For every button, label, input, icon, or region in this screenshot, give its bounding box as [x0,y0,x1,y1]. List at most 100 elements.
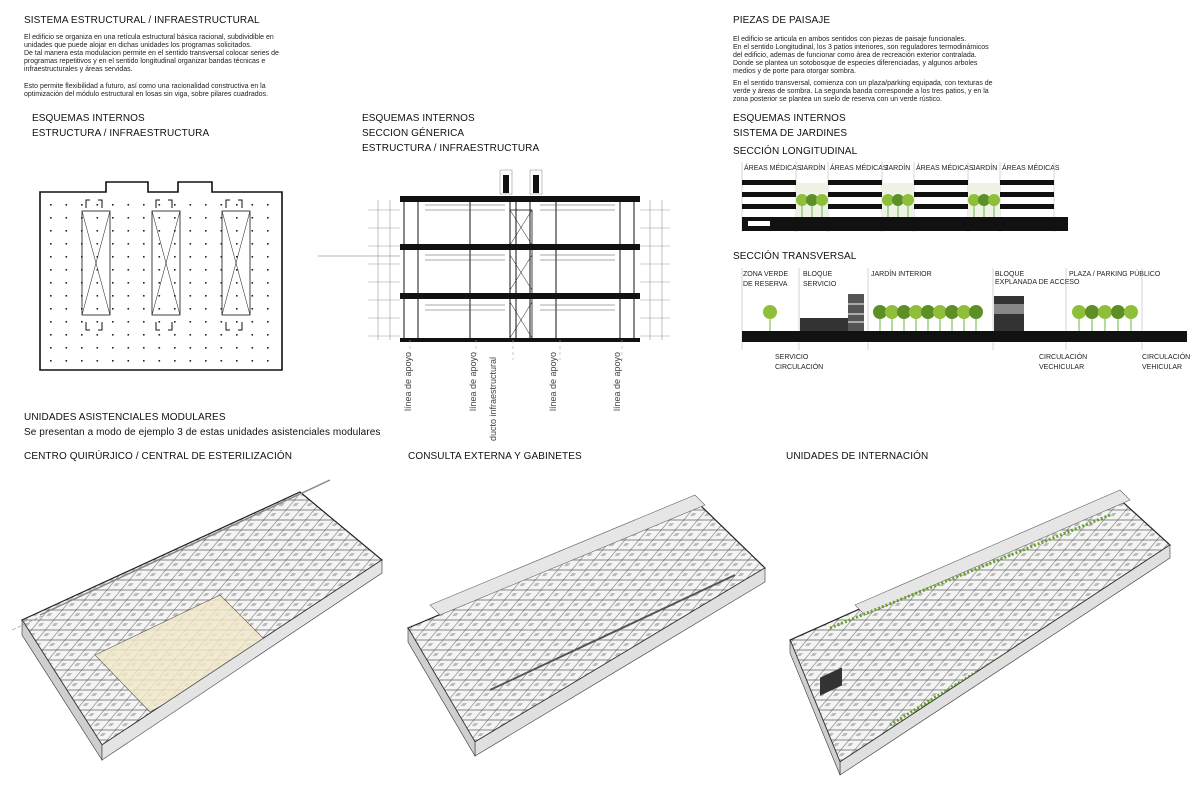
trans-label-access-2: EXPLANADA DE ACCESO [995,279,1080,286]
column-dot [189,295,192,297]
trans-label-access-1: BLOQUE [995,271,1025,278]
column-dot [205,282,207,284]
column-dot [267,204,269,206]
column-dot [50,360,52,362]
column-dot [143,243,145,245]
trans-label-garden: JARDÍN INTERIOR [871,271,932,278]
units-title: UNIDADES ASISTENCIALES MODULARES [24,412,226,423]
column-dot [127,243,130,245]
column-dot [112,256,114,258]
floor-slab [828,192,882,197]
column-dot [50,230,52,232]
tree-crown [1085,305,1099,319]
column-dot [174,308,176,310]
column-dot [236,295,238,297]
column-dot [251,295,254,297]
column-dot [50,334,52,336]
tree-crown [921,305,935,319]
unit1-axonometric [11,479,384,762]
column-dot [127,308,130,310]
column-dot [220,243,223,245]
unit2-axonometric [407,494,766,758]
column-dot [251,308,254,310]
long-label-3: ÁREAS MÉDICAS [830,165,888,172]
column-dot [96,243,99,245]
column-dot [81,217,83,219]
column-dot [205,256,207,258]
column-dot [189,230,192,232]
column-dot [65,269,68,271]
trans-label-reserve-2: DE RESERVA [743,281,788,288]
tree-crown [796,194,808,206]
column-dot [236,269,238,271]
floor-slab [828,180,882,185]
column-dot [267,321,269,323]
long-label-7: ÁREAS MÉDICAS [1002,165,1060,172]
column-dot [189,243,192,245]
column-dot [65,204,68,206]
column-dot [267,282,269,284]
column-dot [127,256,130,258]
column-dot [174,269,176,271]
tree-crown [988,194,1000,206]
column-dot [112,204,114,206]
floor-slab [1000,204,1054,209]
column-dot [189,282,192,284]
column-dot [174,243,176,245]
units-subtitle: Se presentan a modo de ejemplo 3 de esta… [24,427,381,438]
floor-slab [742,204,796,209]
column-dot [267,256,269,258]
tree-crown [1111,305,1125,319]
column-dot [174,217,176,219]
column-dot [96,295,99,297]
column-dot [96,204,99,206]
column-dot [65,360,68,362]
tree-crown [1098,305,1112,319]
column-dot [143,334,145,336]
column-dot [220,347,223,349]
column-dot [81,334,83,336]
column-dot [65,295,68,297]
column-dot [65,308,68,310]
column-dot [174,347,176,349]
column-dot [267,243,269,245]
column-dot [174,321,176,323]
column-dot [251,230,254,232]
tree-crown [806,194,818,206]
column-dot [50,204,52,206]
column-dot [143,282,145,284]
unit3-title: UNIDADES DE INTERNACIÓN [786,451,929,462]
long-label-5: ÁREAS MÉDICAS [916,165,974,172]
long-label-2: JARDÍN [800,165,826,172]
column-dot [65,230,68,232]
column-dot [251,217,254,219]
landscape-paragraph-2: En el sentido transversal, comienza con … [733,80,993,103]
column-dot [251,347,254,349]
column-dot [174,334,176,336]
tree-crown [933,305,947,319]
column-dot [112,243,114,245]
column-dot [205,334,207,336]
column-dot [50,347,52,349]
column-dot [50,269,52,271]
column-dot [267,360,269,362]
scheme1-subtitle: ESTRUCTURA / INFRAESTRUCTURA [32,128,210,139]
column-dot [50,243,52,245]
column-dot [189,269,192,271]
column-dot [112,321,114,323]
column-dot [251,256,254,258]
column-dot [220,308,223,310]
column-dot [236,360,238,362]
column-dot [127,321,130,323]
column-dot [251,243,254,245]
trans-bottom-circ-2b: VEHICULAR [1142,364,1183,371]
landscape-paragraph-1: El edificio se articula en ambos sentido… [733,36,989,75]
column-dot [158,360,161,362]
column-dot [267,217,269,219]
scheme2-subtitle: SECCION GÉNERICA [362,128,465,139]
tree-crown [897,305,911,319]
column-dot [158,295,161,297]
column-dot [251,282,254,284]
column-dot [127,282,130,284]
